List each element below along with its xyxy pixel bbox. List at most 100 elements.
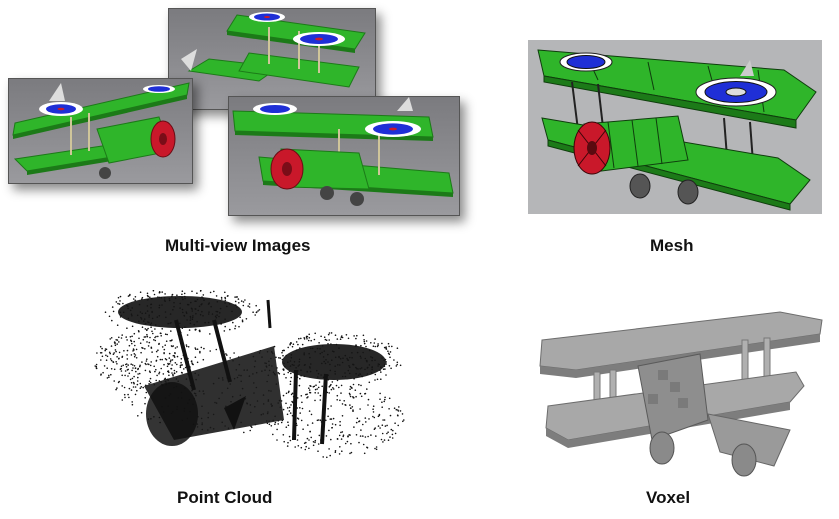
point-cloud-dot: [372, 411, 375, 413]
point-cloud-dot: [286, 445, 289, 447]
pointcloud-panel: [84, 290, 414, 480]
point-cloud-dot: [252, 311, 254, 313]
point-cloud-dot: [272, 433, 274, 436]
point-cloud-dot: [290, 376, 292, 379]
point-cloud-dot: [396, 414, 399, 416]
point-cloud-dot: [403, 419, 405, 421]
point-cloud-dot: [155, 350, 158, 353]
point-cloud-dot: [199, 290, 202, 292]
point-cloud-dot: [108, 374, 110, 377]
point-cloud-dot: [347, 435, 349, 438]
point-cloud-dot: [331, 381, 334, 383]
point-cloud-dot: [128, 344, 131, 347]
point-cloud-dot: [383, 439, 386, 441]
point-cloud-dot: [387, 439, 390, 441]
point-cloud-dot: [209, 291, 212, 294]
point-cloud-dot: [341, 431, 344, 433]
point-cloud-dot: [131, 342, 133, 345]
point-cloud-dot: [220, 298, 223, 300]
point-cloud-dot: [115, 350, 117, 353]
point-cloud-dot: [270, 425, 273, 427]
point-cloud-dot: [315, 384, 317, 386]
point-cloud-dot: [149, 371, 151, 374]
point-cloud-dot: [330, 332, 333, 334]
point-cloud-dot: [358, 420, 361, 422]
point-cloud-dot: [282, 408, 285, 411]
point-cloud-dot: [325, 435, 328, 437]
point-cloud-dot: [331, 427, 333, 429]
point-cloud-dot: [120, 370, 123, 372]
point-cloud-dot: [223, 330, 226, 332]
point-cloud-dot: [382, 441, 384, 443]
point-cloud-dot: [354, 389, 357, 391]
point-cloud-dot: [249, 429, 251, 432]
point-cloud-dot: [181, 293, 183, 296]
point-cloud-dot: [370, 342, 372, 344]
point-cloud-dot: [130, 354, 133, 356]
point-cloud-dot: [341, 450, 343, 452]
point-cloud-dot: [325, 339, 328, 341]
point-cloud-dot: [375, 435, 377, 437]
point-cloud-dot: [386, 432, 388, 435]
point-cloud-dot: [209, 333, 211, 335]
point-cloud-dot: [156, 374, 158, 377]
point-cloud-dot: [105, 359, 108, 361]
point-cloud-dot: [285, 402, 287, 405]
point-cloud-dot: [304, 448, 307, 451]
point-cloud-dot: [362, 334, 365, 337]
point-cloud-dot: [362, 423, 364, 426]
point-cloud-dot: [243, 431, 245, 434]
point-cloud-dot: [339, 446, 341, 448]
point-cloud-dot: [326, 456, 328, 459]
point-cloud-dot: [138, 330, 140, 333]
point-cloud-dot: [227, 295, 229, 297]
point-cloud-dot: [148, 380, 151, 382]
point-cloud-dot: [314, 399, 316, 402]
point-cloud-dot: [236, 296, 238, 298]
point-cloud-dot: [277, 372, 280, 374]
point-cloud-dot: [340, 431, 342, 434]
point-cloud-dot: [274, 421, 277, 424]
point-cloud-dot: [290, 393, 293, 396]
point-cloud-dot: [163, 363, 165, 366]
point-cloud-dot: [340, 384, 343, 387]
point-cloud-dot: [156, 355, 159, 358]
point-cloud-dot: [308, 410, 311, 412]
point-cloud-dot: [382, 368, 385, 370]
point-cloud-dot: [336, 399, 338, 401]
point-cloud-dot: [303, 337, 305, 339]
point-cloud-dot: [157, 335, 159, 338]
point-cloud-dot: [146, 333, 148, 336]
point-cloud-dot: [113, 352, 115, 354]
point-cloud-dot: [150, 361, 152, 363]
point-cloud-dot: [171, 359, 174, 361]
point-cloud-dot: [179, 366, 182, 369]
point-cloud-dot: [381, 424, 384, 426]
point-cloud-dot: [115, 361, 117, 363]
point-cloud-dot: [340, 336, 343, 338]
point-cloud-dot: [388, 397, 391, 400]
point-cloud-dot: [328, 392, 330, 394]
point-cloud-dot: [140, 351, 142, 354]
point-cloud-dot: [169, 360, 172, 363]
point-cloud-dot: [168, 374, 170, 377]
point-cloud-dot: [391, 433, 394, 436]
point-cloud-dot: [104, 349, 106, 352]
point-cloud-dot: [330, 388, 333, 391]
point-cloud-dot: [299, 377, 301, 380]
point-cloud-dot: [224, 297, 227, 300]
point-cloud-dot: [245, 318, 248, 320]
point-cloud-dot: [186, 334, 189, 336]
point-cloud-dot: [191, 290, 193, 293]
point-cloud-dot: [173, 369, 176, 372]
point-cloud-dot: [340, 438, 343, 440]
point-cloud-dot: [372, 405, 375, 407]
point-cloud-dot: [144, 397, 146, 399]
point-cloud-dot: [116, 387, 118, 389]
point-cloud-dot: [389, 356, 391, 359]
point-cloud-dot: [106, 355, 109, 358]
point-cloud-dot: [345, 334, 348, 336]
point-cloud-dot: [224, 325, 226, 328]
point-cloud-dot: [396, 347, 399, 349]
point-cloud-dot: [311, 422, 314, 424]
